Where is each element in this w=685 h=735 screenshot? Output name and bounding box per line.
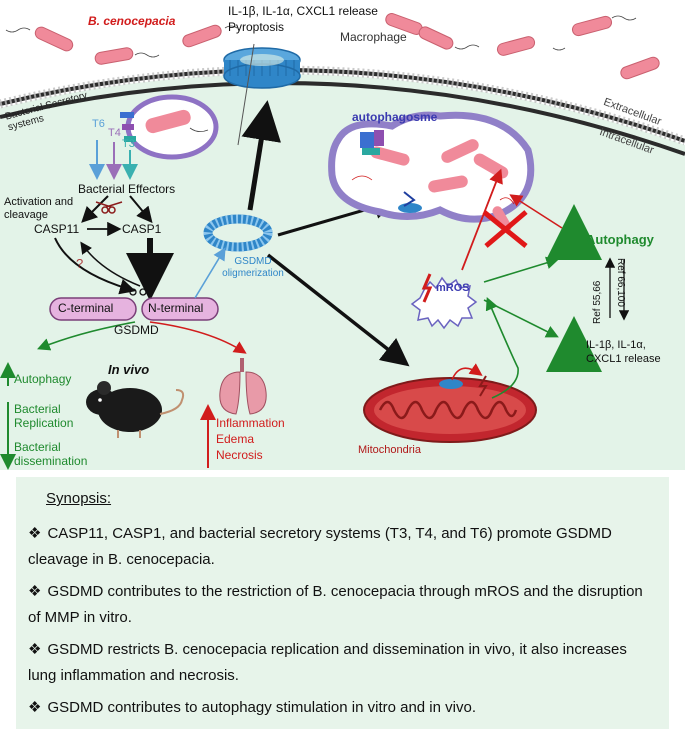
ring-to-pore-arrow [241, 100, 282, 211]
diagram-canvas [0, 13, 685, 471]
pyroptosis-pointer [237, 43, 255, 146]
edema-label: Edema [216, 432, 255, 446]
release-right-label: IL-1β, IL-1α, CXCL1 release [586, 339, 661, 365]
synopsis-heading: Synopsis: [46, 490, 112, 507]
casp11-label: CASP11 [34, 222, 80, 236]
release-top-label: IL-1β, IL-1α, CXCL1 release [228, 4, 378, 18]
in-vivo-label: In vivo [108, 362, 150, 377]
extracellular-bacteria [34, 13, 660, 80]
mros-to-autophagosome-arrow [461, 168, 503, 271]
ref-a-label: Ref 55,66 [592, 280, 603, 324]
bullet-text: GSDMD contributes to the restriction of … [28, 583, 643, 626]
gsdmd-to-lung-arrow [149, 321, 247, 354]
bullet-text: GSDMD restricts B. cenocepacia replicati… [28, 641, 627, 684]
bullet-mark: ❖ [28, 641, 42, 658]
bacterial-dissemination-label: Bacterial dissemination [14, 440, 88, 468]
pyroptosis-label: Pyroptosis [228, 20, 285, 34]
c-terminal-label: C-terminal [58, 301, 114, 315]
mros-label: mROS [436, 282, 470, 294]
macrophage-label: Macrophage [340, 30, 407, 44]
t3-label: T3 [122, 138, 135, 150]
t6-label: T6 [92, 118, 105, 130]
gsdmd-to-ring-arrow [194, 247, 226, 299]
diagram-figure: B. cenocepacia IL-1β, IL-1α, CXCL1 relea… [0, 4, 685, 471]
pathogen-label: B. cenocepacia [88, 14, 176, 28]
scissors-icon [95, 201, 123, 214]
casp1-label: CASP1 [122, 222, 162, 236]
cell-membrane-inner [0, 81, 685, 156]
oligomerization-label: GSDMD oligmerization [222, 256, 284, 279]
autophagosome [328, 111, 535, 223]
autophagy-left-label: Autophagy [14, 372, 72, 386]
cell-membrane-outer [0, 68, 685, 143]
synopsis-bullet-4: ❖ GSDMD contributes to autophagy stimulat… [28, 695, 658, 721]
mros-burst [410, 273, 478, 330]
synopsis-bullet-3: ❖GSDMD restricts B. cenocepacia replicat… [28, 637, 658, 689]
synopsis-bullet-1: ❖CASP11, CASP1, and bacterial secretory … [28, 521, 658, 573]
mros-to-autophagy-arrow [483, 256, 560, 283]
autophagy-right-label: Autophagy [586, 232, 654, 247]
mito-lightning-icon [478, 375, 488, 397]
bacteria-flagella [5, 15, 637, 58]
inhibition-cross-icon [482, 210, 528, 248]
t4-label: T4 [108, 127, 121, 139]
n-terminal-label: N-terminal [148, 301, 204, 315]
gsdmd-oligomer-ring [203, 214, 273, 252]
question-mark: ? [76, 256, 84, 271]
secretory-vesicle [120, 94, 219, 160]
effector-to-casp1-arrow [129, 195, 153, 224]
bacterial-replication-label: Bacterial Replication [14, 402, 74, 430]
gsdmd-to-invivo-arrow [37, 321, 136, 351]
autophagosome-label: autophagosme [352, 110, 438, 124]
lung-icon [219, 358, 267, 415]
bullet-mark: ❖ [28, 525, 42, 542]
mito-to-mros-arrow [485, 297, 519, 399]
ref-b-label: Ref 66,100 [615, 258, 626, 307]
gsdmd-label: GSDMD [114, 323, 159, 337]
casp11-to-gsdmd-arrow [54, 237, 136, 295]
activation-label: Activation and cleavage [4, 196, 74, 221]
bullet-mark: ❖ [28, 583, 42, 600]
feedback-arrow [80, 241, 141, 287]
mito-red-arrow [451, 363, 483, 381]
bullet-text: CASP11, CASP1, and bacterial secretory s… [28, 525, 612, 568]
ring-to-mitochondria-arrow [266, 253, 410, 367]
bacterial-effectors-label: Bacterial Effectors [78, 182, 176, 196]
mitochondria-label: Mitochondria [358, 444, 421, 456]
inflammation-label: Inflammation [216, 416, 285, 430]
bullet-text: GSDMD contributes to autophagy stimulati… [47, 699, 476, 716]
synopsis-bullet-2: ❖GSDMD contributes to the restriction of… [28, 579, 658, 631]
gsdmd-protein [49, 288, 219, 321]
mouse-icon [86, 381, 185, 438]
gsdmd-membrane-pore [223, 47, 301, 89]
mitochondria [363, 377, 537, 443]
effector-to-casp11-arrow [81, 195, 109, 223]
bullet-mark: ❖ [28, 699, 42, 716]
synopsis-panel: Synopsis: ❖CASP11, CASP1, and bacterial … [16, 477, 669, 729]
necrosis-label: Necrosis [216, 448, 263, 462]
